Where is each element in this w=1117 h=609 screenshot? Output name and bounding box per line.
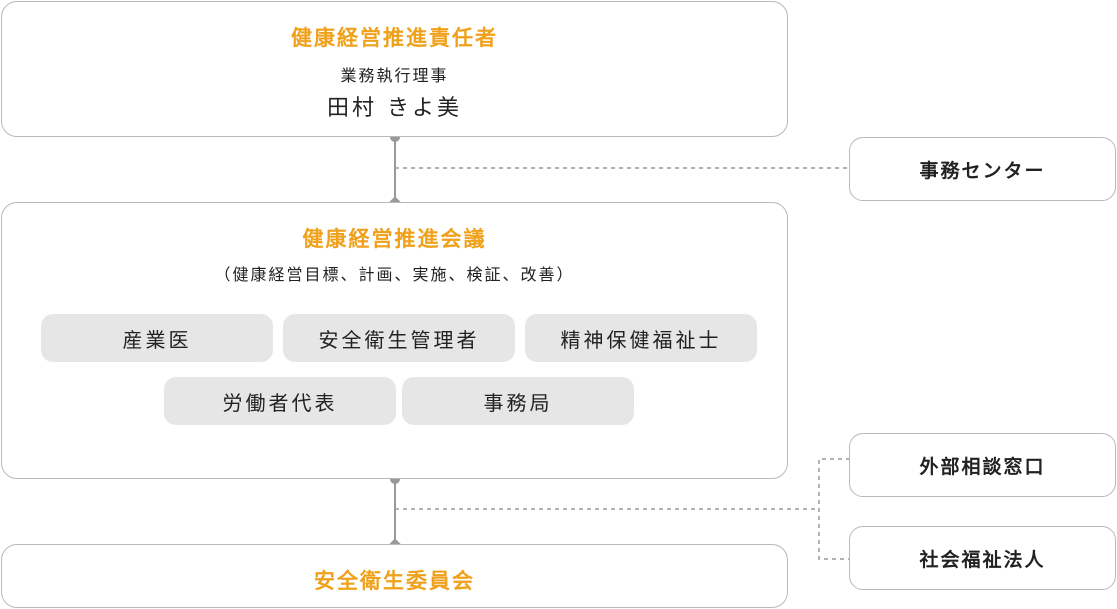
member-secretariat: 事務局 xyxy=(402,377,634,425)
council-subtitle: （健康経営目標、計画、実施、検証、改善） xyxy=(214,265,575,284)
social-welfare-corp-box: 社会福祉法人 xyxy=(849,526,1116,590)
connector-dashed-bracket xyxy=(818,458,850,560)
council-title: 健康経営推進会議 xyxy=(302,227,487,251)
external-consultation-box: 外部相談窓口 xyxy=(849,433,1116,497)
safety-health-committee-box: 安全衛生委員会 xyxy=(1,544,788,608)
health-management-lead-box: 健康経営推進責任者 業務執行理事 田村 きよ美 xyxy=(1,1,788,137)
lead-person: 田村 きよ美 xyxy=(327,96,462,121)
committee-title: 安全衛生委員会 xyxy=(314,569,475,593)
member-occupational-physician: 産業医 xyxy=(41,314,273,362)
lead-role: 業務執行理事 xyxy=(340,66,449,85)
member-worker-representative: 労働者代表 xyxy=(164,377,396,425)
office-center-box: 事務センター xyxy=(849,137,1116,201)
member-psychiatric-social-worker: 精神保健福祉士 xyxy=(525,314,757,362)
council-box: 健康経営推進会議 （健康経営目標、計画、実施、検証、改善） 産業医 安全衛生管理… xyxy=(1,202,788,479)
lead-title: 健康経営推進責任者 xyxy=(291,26,498,50)
member-safety-health-manager: 安全衛生管理者 xyxy=(283,314,515,362)
